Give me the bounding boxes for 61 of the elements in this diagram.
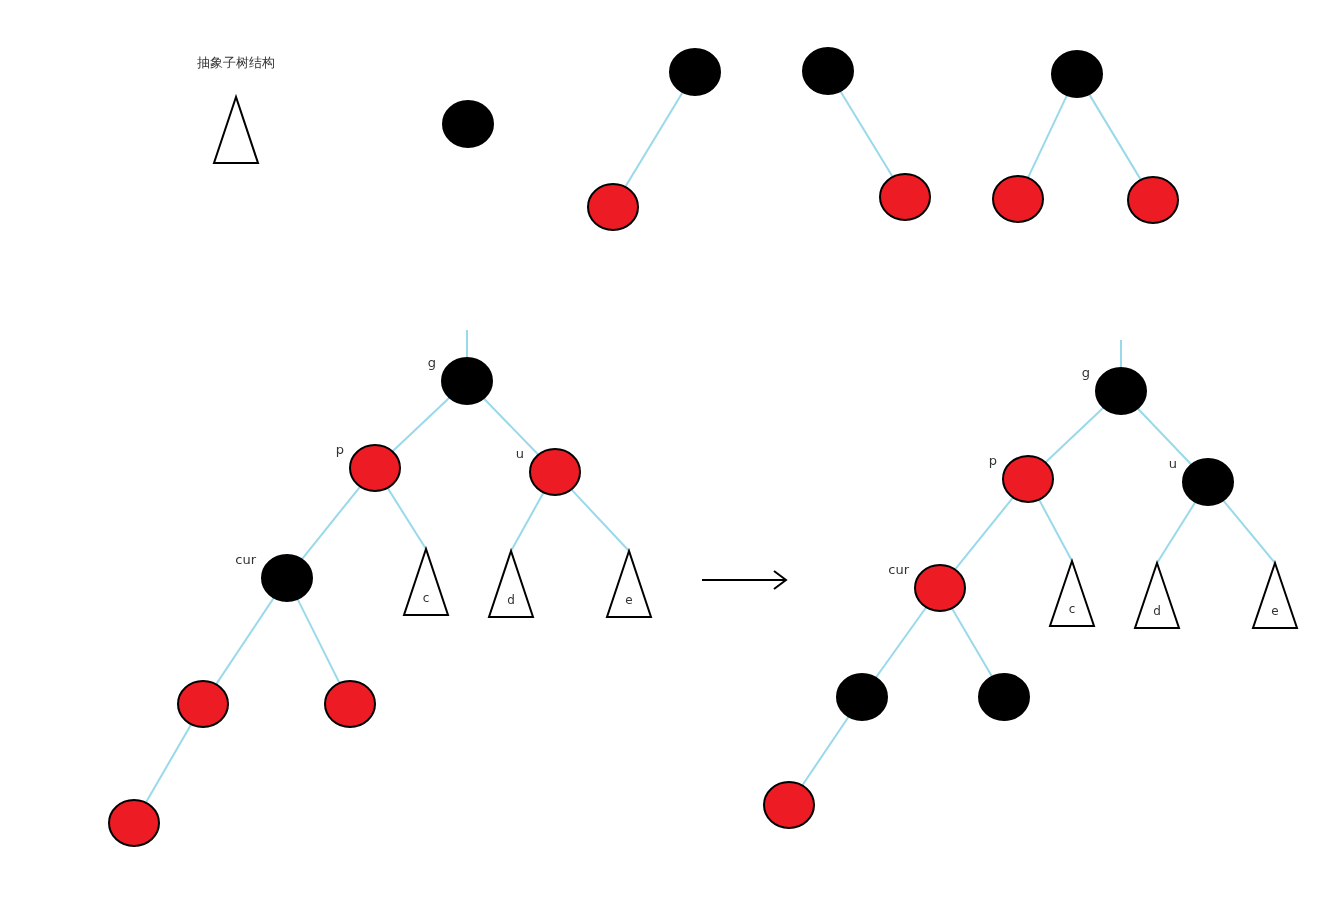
tree-edge <box>1044 406 1105 464</box>
tree-node-circle <box>1127 176 1179 224</box>
node-label: u <box>515 447 524 460</box>
tree-node-circle <box>1095 367 1147 415</box>
subtree-name: d <box>506 594 516 606</box>
subtree-name: e <box>624 594 634 606</box>
tree-edge <box>144 723 193 804</box>
tree-edge <box>1222 499 1276 564</box>
tree-edge <box>953 496 1015 571</box>
tree-node-circle <box>1182 458 1234 506</box>
tree-node-circle <box>914 564 966 612</box>
tree-node-circle <box>763 781 815 829</box>
tree-edge <box>1136 407 1193 466</box>
subtree-caption: 抽象子树结构 <box>196 56 276 69</box>
node-label: g <box>427 356 436 369</box>
tree-node-circle <box>978 673 1030 721</box>
node-label: p <box>335 443 344 456</box>
tree-node-circle <box>442 100 494 148</box>
node-label: cur <box>888 563 909 576</box>
tree-edge <box>466 329 468 359</box>
tree-node-circle <box>669 48 721 96</box>
tree-edge <box>386 486 427 550</box>
tree-edge <box>391 396 451 453</box>
tree-node-circle <box>992 175 1044 223</box>
tree-node-circle <box>879 173 931 221</box>
node-label: g <box>1081 366 1090 379</box>
tree-node-circle <box>836 673 888 721</box>
subtree-name: d <box>1152 605 1162 617</box>
tree-edge <box>624 91 684 188</box>
tree-edge <box>950 607 994 678</box>
tree-edge <box>1026 94 1069 179</box>
tree-node-circle <box>349 444 401 492</box>
tree-node-circle <box>324 680 376 728</box>
tree-edge <box>215 596 275 686</box>
tree-edge <box>801 715 850 787</box>
tree-node-circle <box>529 448 581 496</box>
tree-edge <box>510 491 545 552</box>
tree-node-circle <box>802 47 854 95</box>
tree-edge <box>296 597 341 685</box>
tree-node-circle <box>177 680 229 728</box>
tree-node-circle <box>441 357 493 405</box>
subtree-name: c <box>1067 603 1077 615</box>
tree-edge <box>300 485 362 561</box>
tree-edge <box>1120 339 1122 369</box>
tree-edge <box>1088 93 1142 181</box>
tree-edge <box>1038 498 1073 562</box>
tree-node-circle <box>1002 455 1054 503</box>
tree-edge <box>570 488 630 552</box>
tree-edge <box>1156 500 1197 564</box>
tree-edge <box>874 606 928 679</box>
tree-node-circle <box>108 799 160 847</box>
subtree-name: e <box>1270 605 1280 617</box>
tree-edge <box>839 90 894 178</box>
tree-node-circle <box>587 183 639 231</box>
node-label: cur <box>235 553 256 566</box>
tree-node-circle <box>1051 50 1103 98</box>
node-label: p <box>988 454 997 467</box>
node-label: u <box>1168 457 1177 470</box>
tree-edge <box>482 397 540 456</box>
subtree-name: c <box>421 592 431 604</box>
tree-node-circle <box>261 554 313 602</box>
